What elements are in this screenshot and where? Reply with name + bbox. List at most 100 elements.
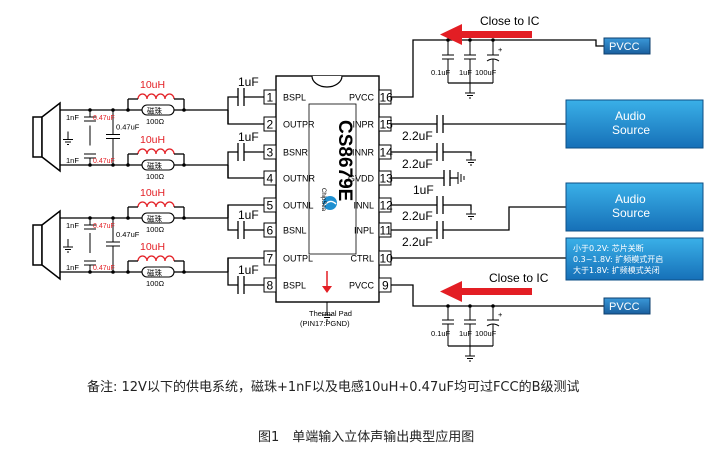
cap-047-red-label: 0.47uF bbox=[93, 223, 115, 230]
audio-source-label-line1: Audio bbox=[615, 192, 646, 206]
audio-source-box-left: Audio Source bbox=[565, 182, 704, 232]
pvcc-label-bottom: PVCC bbox=[609, 301, 640, 313]
close-to-ic-label-bottom: Close to IC bbox=[489, 271, 549, 285]
cap-047-red-label: 0.47uF bbox=[93, 265, 115, 272]
pin-7: 7 OUTPL bbox=[263, 250, 313, 266]
pin-number: 8 bbox=[267, 279, 274, 293]
speaker-left bbox=[32, 209, 85, 281]
pin-number: 13 bbox=[380, 172, 394, 186]
pin-name: CTRL bbox=[350, 254, 374, 264]
pin-name: GVDD bbox=[348, 174, 375, 184]
speaker-right bbox=[32, 101, 85, 173]
supply-caps-bottom: 0.1uF 1uF +100uF bbox=[431, 304, 503, 362]
thermal-arrow bbox=[322, 271, 332, 293]
cap-1nf-label: 1nF bbox=[66, 156, 79, 165]
right-wiring bbox=[391, 39, 604, 307]
pin-6: 6 BSNL bbox=[263, 222, 307, 238]
cap-047-red-label: 0.47uF bbox=[93, 115, 115, 122]
gvdd-ground bbox=[457, 172, 465, 184]
bead-label: 磁珠 bbox=[147, 268, 162, 278]
ctrl-note-1: 小于0.2V: 芯片关断 bbox=[573, 243, 644, 253]
pin-name: BSPL bbox=[283, 281, 306, 291]
pin-number: 10 bbox=[380, 252, 394, 266]
supply-cap-label: 1uF bbox=[459, 329, 472, 338]
figure-caption: 图1 单端输入立体声输出典型应用图 bbox=[258, 430, 475, 445]
supply-cap-label: 100uF bbox=[475, 68, 497, 77]
input-cap-label-inpr: 2.2uF bbox=[402, 129, 433, 143]
bead-value: 100Ω bbox=[146, 117, 165, 126]
cap-047-red-label: 0.47uF bbox=[93, 158, 115, 165]
amplifier-chip: CS8679E ChipSea Thermal Pad (PIN17:PGND) bbox=[275, 75, 380, 328]
input-cap-label-innr: 2.2uF bbox=[402, 157, 433, 171]
pin-name: BSNR bbox=[283, 148, 309, 158]
close-to-ic-arrow-top: Close to IC bbox=[440, 14, 540, 45]
output-filter-right-channel bbox=[190, 109, 229, 178]
pin-name: BSPL bbox=[283, 93, 306, 103]
supply-cap-label: 0.1uF bbox=[431, 68, 451, 77]
polarity-plus: + bbox=[498, 310, 503, 319]
inductor-value: 10uH bbox=[140, 241, 165, 253]
bead-label: 磁珠 bbox=[147, 161, 162, 171]
pin-name: BSNL bbox=[283, 226, 307, 236]
pin-number: 6 bbox=[267, 224, 274, 238]
audio-source-label-line2: Source bbox=[612, 206, 650, 220]
input-cap-label-inpl: 2.2uF bbox=[402, 235, 433, 249]
pin-number: 4 bbox=[267, 172, 274, 186]
pin-name: INNL bbox=[353, 201, 374, 211]
supply-cap-label: 100uF bbox=[475, 329, 497, 338]
inductor-coil bbox=[137, 93, 175, 100]
cap-1nf-label: 1nF bbox=[66, 221, 79, 230]
pin-5: 5 OUTNL bbox=[263, 197, 314, 213]
pin-name: INPL bbox=[354, 226, 374, 236]
thermal-pad-label: Thermal Pad bbox=[309, 309, 352, 318]
pin-10: 10 CTRL bbox=[350, 250, 394, 266]
inductor-coil bbox=[137, 201, 175, 208]
pin-9: 9 PVCC bbox=[349, 277, 392, 293]
inductor-value: 10uH bbox=[140, 79, 165, 91]
chip-part-number: CS8679E bbox=[334, 120, 355, 201]
pvcc-label-top: PVCC bbox=[609, 41, 640, 53]
pin-name: PVCC bbox=[349, 281, 375, 291]
bootstrap-cap-label-1: 1uF bbox=[238, 75, 259, 89]
supply-cap-label: 0.1uF bbox=[431, 329, 451, 338]
pin-name: OUTPR bbox=[283, 120, 315, 130]
pin-name: OUTPL bbox=[283, 254, 313, 264]
pin-1: 1 BSPL bbox=[263, 89, 306, 105]
bead-label: 磁珠 bbox=[147, 214, 162, 224]
audio-source-box-right: Audio Source bbox=[565, 99, 704, 149]
pin-name: PVCC bbox=[349, 93, 375, 103]
pin-number: 9 bbox=[382, 279, 389, 293]
audio-source-label-line1: Audio bbox=[615, 109, 646, 123]
close-to-ic-label-top: Close to IC bbox=[480, 14, 540, 28]
cap-047-label: 0.47uF bbox=[116, 123, 140, 132]
pin-name: OUTNL bbox=[283, 201, 314, 211]
pin-number: 3 bbox=[267, 146, 274, 160]
pvcc-box-top: PVCC bbox=[603, 37, 651, 55]
close-to-ic-arrow-bottom: Close to IC bbox=[440, 271, 549, 302]
pin-name: INPR bbox=[352, 120, 374, 130]
pin-number: 5 bbox=[267, 199, 274, 213]
gvdd-cap-label: 1uF bbox=[413, 183, 434, 197]
bead-label: 磁珠 bbox=[147, 106, 162, 116]
pin-number: 1 bbox=[267, 91, 274, 105]
supply-cap-label: 1uF bbox=[459, 68, 472, 77]
ctrl-mode-box: 小于0.2V: 芯片关断 0.3~1.8V: 扩频模式开启 大于1.8V: 扩频… bbox=[565, 237, 704, 281]
pin-3: 3 BSNR bbox=[263, 144, 309, 160]
pin-13: 13 GVDD bbox=[348, 170, 394, 186]
ctrl-note-3: 大于1.8V: 扩频模式关闭 bbox=[573, 265, 660, 275]
pin-name: INNR bbox=[352, 148, 374, 158]
pin-number: 7 bbox=[267, 252, 274, 266]
bead-value: 100Ω bbox=[146, 172, 165, 181]
pin-number: 11 bbox=[380, 224, 393, 238]
